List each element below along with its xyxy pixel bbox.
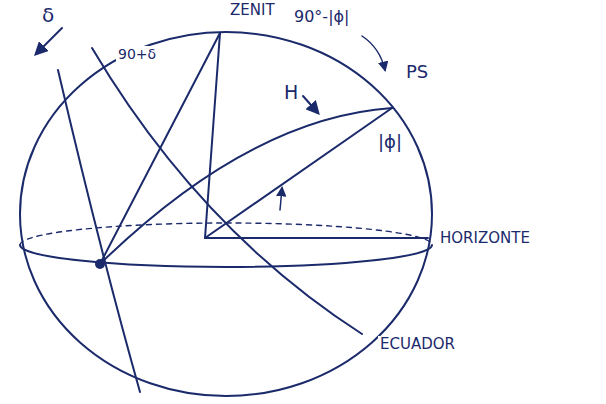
declination-arrow [36, 28, 62, 54]
zenith-axis [205, 33, 220, 238]
axis-label: HORIZONTE [438, 230, 532, 247]
sphere-outline [20, 32, 432, 396]
polar-axis [205, 108, 392, 238]
equator [92, 48, 362, 334]
axis-label: H [282, 82, 300, 104]
star-point [95, 259, 105, 269]
horizon-front [20, 245, 432, 267]
colatitude-arrow [362, 36, 385, 70]
meridian [58, 70, 140, 392]
axis-label: 90+δ [116, 46, 158, 62]
horizon-back [20, 223, 432, 245]
axis-label: ECUADOR [378, 336, 457, 353]
latitude-arrow [280, 188, 282, 210]
hour-angle-arrow [303, 96, 318, 113]
axis-label: 90°-|ϕ| [292, 8, 351, 26]
axis-label: ZENIT [228, 2, 277, 19]
axis-label: PS [404, 62, 430, 83]
axis-label: δ [40, 4, 56, 27]
axis-label: |ϕ| [376, 132, 404, 153]
hour-circle [100, 108, 392, 264]
horizon-radius [205, 237, 428, 239]
